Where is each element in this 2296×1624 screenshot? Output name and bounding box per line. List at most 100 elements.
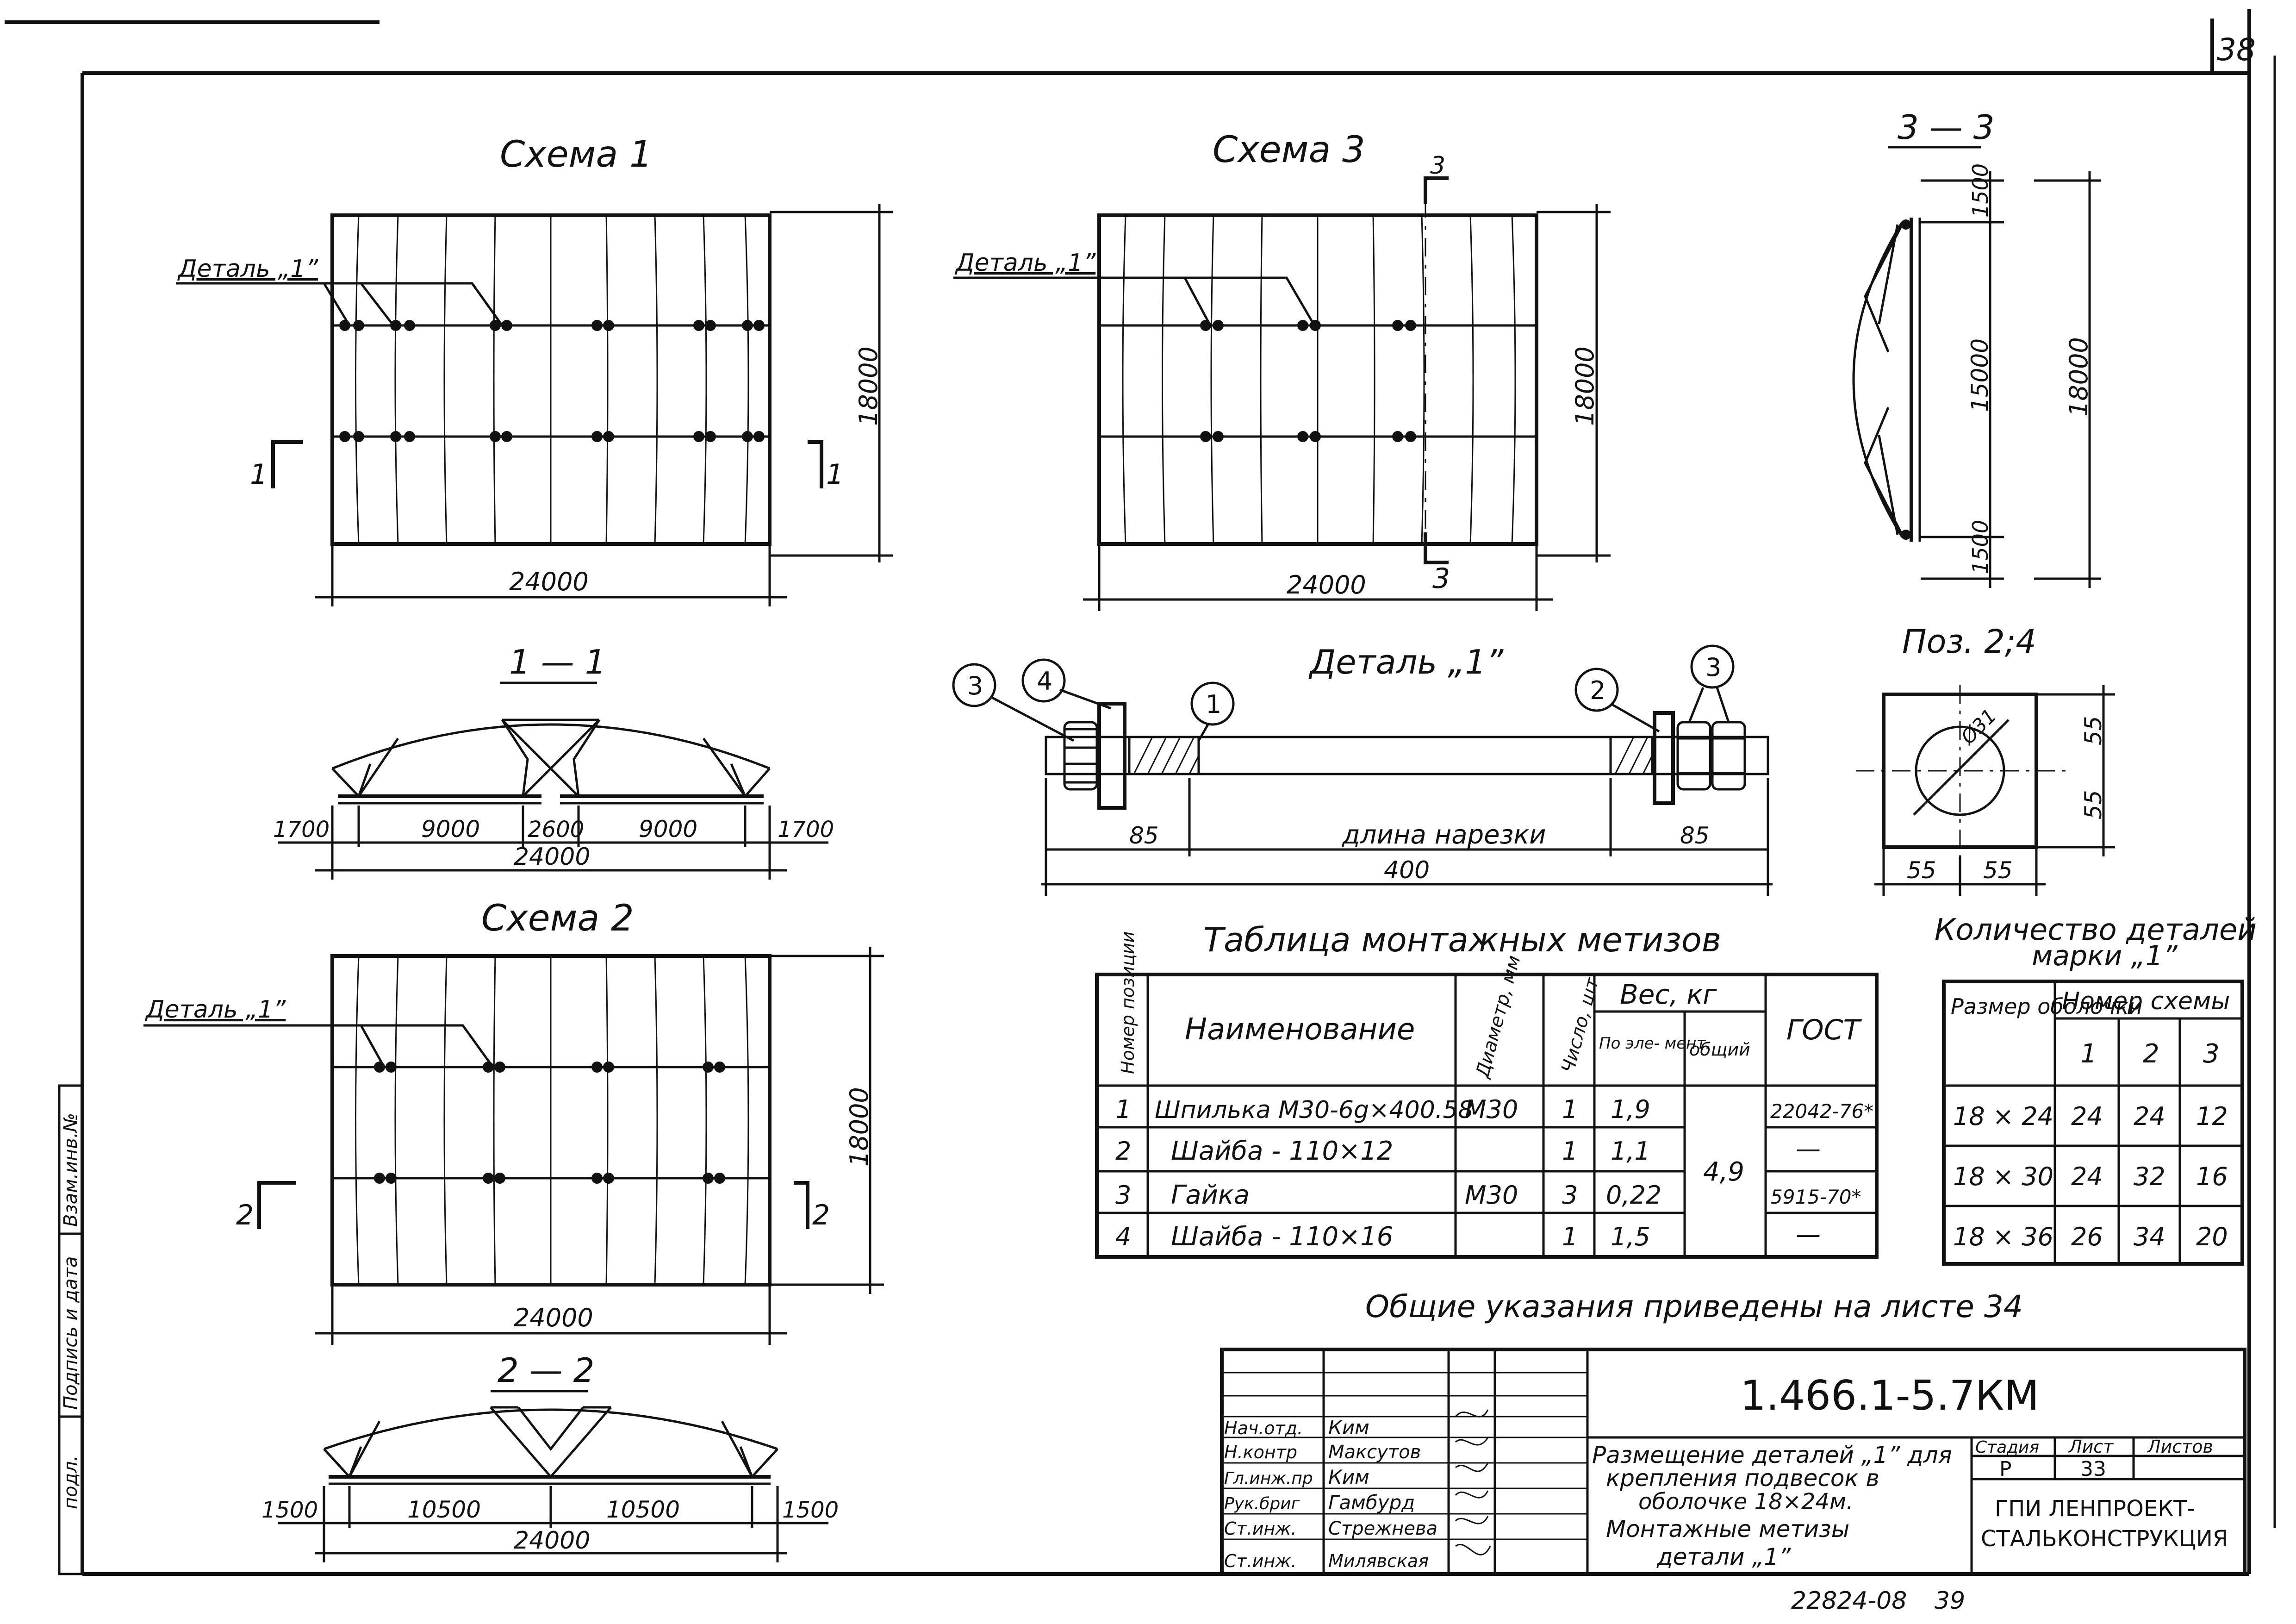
scheme-2-detail-label: Деталь „1” bbox=[145, 996, 286, 1024]
description-line-1: Размещение деталей „1” для bbox=[1592, 1442, 1952, 1468]
detail-1-right-hatch bbox=[1609, 736, 1654, 775]
bottom-number: 39 bbox=[1935, 1587, 1965, 1615]
pos-2-4-dim-right-top: 55 bbox=[2080, 716, 2107, 745]
stage-value: Р bbox=[1999, 1457, 2012, 1481]
svg-text:16: 16 bbox=[2196, 1162, 2228, 1191]
detail-1-thread-label: длина нарезки bbox=[1342, 820, 1546, 850]
scheme-2-cut-left: 2 bbox=[236, 1181, 296, 1231]
svg-text:1: 1 bbox=[1206, 690, 1221, 719]
svg-text:24: 24 bbox=[2071, 1102, 2103, 1131]
svg-text:1,1: 1,1 bbox=[1611, 1137, 1650, 1166]
svg-text:12: 12 bbox=[2196, 1102, 2228, 1131]
svg-text:18 × 30: 18 × 30 bbox=[1953, 1162, 2053, 1191]
description-line-3: оболочке 18×24м. bbox=[1638, 1489, 1853, 1515]
svg-text:3: 3 bbox=[1115, 1181, 1131, 1210]
fasteners-table: Таблица монтажных метизов Номер позиции … bbox=[1095, 920, 1879, 1259]
svg-text:34: 34 bbox=[2134, 1222, 2165, 1251]
margin-cell-original: подл. bbox=[60, 1455, 81, 1509]
section-3-3-dim-bottom: 1500 bbox=[1968, 520, 1993, 574]
scheme-1: Схема 1 Деталь „1” 1 bbox=[176, 134, 893, 606]
table-row: 3 Гайка М30 3 0,22 5915-70* bbox=[1115, 1180, 1861, 1210]
svg-text:2: 2 bbox=[1590, 676, 1605, 705]
description-line-2: крепления подвесок в bbox=[1606, 1465, 1879, 1492]
th-pos: Номер позиции bbox=[1118, 931, 1138, 1074]
pos-2-4-title: Поз. 2;4 bbox=[1902, 623, 2036, 661]
detail-1-title: Деталь „1” bbox=[1308, 643, 1504, 681]
scheme-3-detail-label: Деталь „1” bbox=[955, 249, 1096, 277]
table-row: 1 Шпилька М30-6g×400.58 М30 1 1,9 22042-… bbox=[1115, 1095, 1873, 1124]
svg-text:2: 2 bbox=[812, 1199, 830, 1231]
pos-2-4-dim-right-bottom: 55 bbox=[2080, 790, 2107, 819]
section-2-2-dim-4: 1500 bbox=[782, 1497, 839, 1523]
organization-line-2: СТАЛЬКОНСТРУКЦИЯ bbox=[1981, 1526, 2228, 1552]
title-block-role-5: Ст.инж. bbox=[1224, 1518, 1297, 1539]
pos-2-4-dim-bottom-right: 55 bbox=[1983, 857, 2013, 884]
table-row: 4 Шайба - 110×16 1 1,5 — bbox=[1115, 1220, 1821, 1252]
svg-text:2: 2 bbox=[1115, 1137, 1131, 1166]
scheme-2-title: Схема 2 bbox=[481, 898, 634, 939]
th-weight-total: общий bbox=[1689, 1039, 1750, 1060]
svg-text:24: 24 bbox=[2134, 1102, 2165, 1131]
scheme-2: Схема 2 Деталь „1” 2 bbox=[143, 898, 884, 1345]
detail-1-dim-left: 85 bbox=[1129, 822, 1159, 849]
section-3-3-title: 3 — 3 bbox=[1898, 108, 1994, 147]
sheet-frame: 38 bbox=[5, 9, 2276, 1576]
detail-1-total: 400 bbox=[1384, 856, 1430, 884]
title-block-name-3: Ким bbox=[1328, 1466, 1369, 1488]
scheme-1-width-dim: 24000 bbox=[509, 567, 589, 596]
svg-text:18 × 24: 18 × 24 bbox=[1953, 1102, 2053, 1131]
pos-2-4-washer: Поз. 2;4 Ø31 55 55 55 55 bbox=[1856, 623, 2115, 896]
description-line-5: детали „1” bbox=[1656, 1543, 1791, 1570]
bottom-code: 22824-08 bbox=[1791, 1587, 1907, 1615]
section-1-1-dim-5: 1700 bbox=[778, 817, 834, 843]
title-block-name-1: Ким bbox=[1328, 1416, 1369, 1439]
qty-header-scheme: Номер схемы bbox=[2062, 987, 2230, 1015]
th-name: Наименование bbox=[1185, 1012, 1415, 1047]
section-1-1-total: 24000 bbox=[514, 843, 590, 871]
scheme-1-cut-left: 1 bbox=[250, 440, 303, 491]
scheme-1-cut-right: 1 bbox=[808, 440, 844, 491]
svg-text:20: 20 bbox=[2196, 1222, 2228, 1251]
scheme-3-title: Схема 3 bbox=[1213, 129, 1365, 171]
svg-text:24: 24 bbox=[2071, 1162, 2103, 1191]
qty-header-size: Размер оболочки bbox=[1951, 994, 2142, 1019]
title-block-name-6: Милявская bbox=[1328, 1551, 1429, 1571]
svg-text:22042-76*: 22042-76* bbox=[1770, 1100, 1873, 1123]
th-dia: Диаметр, мм bbox=[1472, 953, 1525, 1081]
detail-1-dim-right: 85 bbox=[1680, 822, 1710, 849]
section-3-3-dim-top: 1500 bbox=[1968, 163, 1993, 218]
scheme-3-height-dim: 18000 bbox=[1570, 346, 1599, 426]
scheme-1-title: Схема 1 bbox=[500, 134, 653, 175]
th-gost: ГОСТ bbox=[1786, 1014, 1862, 1046]
qty-scheme-3: 3 bbox=[2203, 1039, 2220, 1069]
svg-text:4: 4 bbox=[1037, 667, 1052, 696]
section-1-1-title: 1 — 1 bbox=[509, 643, 606, 681]
detail-1: Деталь „1” 3 4 bbox=[952, 643, 1773, 896]
table-row: 18 × 30 24 32 16 bbox=[1953, 1162, 2228, 1191]
scheme-2-width-dim: 24000 bbox=[514, 1303, 593, 1332]
section-1-1-dim-3: 2600 bbox=[528, 817, 584, 843]
section-3-3-dim-total: 18000 bbox=[2064, 337, 2093, 417]
qty-scheme-2: 2 bbox=[2143, 1039, 2159, 1069]
scheme-1-height-dim: 18000 bbox=[854, 346, 883, 426]
organization-line-1: ГПИ ЛЕНПРОЕКТ- bbox=[1995, 1496, 2195, 1522]
svg-text:Гайка: Гайка bbox=[1171, 1180, 1250, 1210]
svg-text:2: 2 bbox=[236, 1199, 254, 1231]
scheme-3-width-dim: 24000 bbox=[1287, 570, 1366, 600]
table-row: 2 Шайба - 110×12 1 1,1 — bbox=[1115, 1134, 1821, 1166]
quantity-title-1: Количество деталей bbox=[1935, 913, 2257, 947]
svg-text:3: 3 bbox=[967, 671, 983, 700]
svg-text:3: 3 bbox=[1562, 1181, 1578, 1210]
svg-text:26: 26 bbox=[2071, 1222, 2103, 1251]
section-2-2-title: 2 — 2 bbox=[498, 1351, 594, 1390]
quantity-table: Количество деталей марки „1” Размер обол… bbox=[1935, 913, 2257, 1266]
section-2-2: 2 — 2 1500 10500 10500 1500 24000 bbox=[261, 1351, 839, 1562]
svg-text:М30: М30 bbox=[1465, 1181, 1518, 1210]
section-2-2-dim-2: 10500 bbox=[407, 1496, 481, 1523]
svg-text:0,22: 0,22 bbox=[1606, 1181, 1661, 1210]
detail-1-left-nut bbox=[1063, 702, 1126, 810]
detail-1-callouts: 3 4 1 2 3 bbox=[952, 644, 1735, 742]
svg-text:18 × 36: 18 × 36 bbox=[1953, 1222, 2053, 1251]
svg-text:Шайба - 110×16: Шайба - 110×16 bbox=[1171, 1222, 1393, 1252]
